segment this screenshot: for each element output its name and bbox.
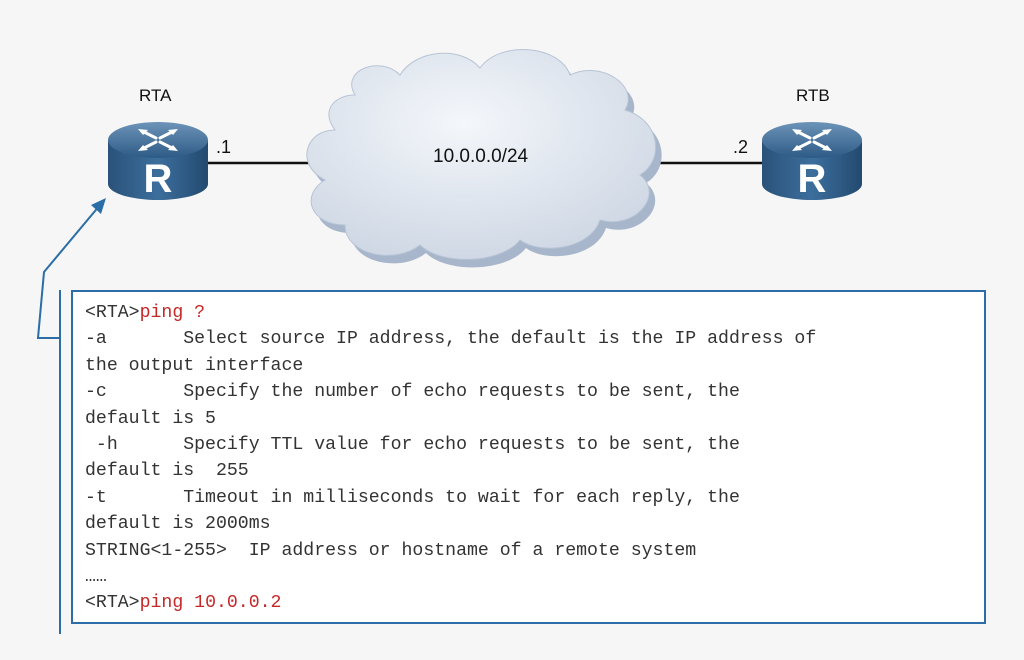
console-line: -c Specify the number of echo requests t… <box>85 382 740 403</box>
prompt: <RTA> <box>85 593 140 614</box>
console-line: STRING<1-255> IP address or hostname of … <box>85 540 697 561</box>
prompt: <RTA> <box>85 303 140 323</box>
callout-connector <box>36 204 101 339</box>
console-line: default is 2000ms <box>85 514 271 535</box>
console-line: <RTA>ping ? <box>85 300 984 326</box>
console-line: default is 255 <box>85 461 249 482</box>
router-icon <box>760 120 864 203</box>
console-output: <RTA>ping ?-a Select source IP address, … <box>71 290 986 624</box>
console-line: default is 5 <box>85 408 216 429</box>
console-line: -a Select source IP address, the default… <box>85 329 817 350</box>
router-a-interface: .1 <box>216 137 232 157</box>
console-line: -t Timeout in milliseconds to wait for e… <box>85 487 740 508</box>
router-a-name: RTA <box>139 86 172 105</box>
console-line: -h Specify TTL value for echo requests t… <box>85 434 740 455</box>
router-icon <box>106 120 210 203</box>
network-subnet: 10.0.0.0/24 <box>433 146 529 167</box>
command: ping 10.0.0.2 <box>139 593 282 614</box>
console-line: the output interface <box>85 355 304 376</box>
command: ping ? <box>139 303 206 323</box>
console-line: …… <box>85 566 107 587</box>
console-line: <RTA>ping 10.0.0.2 <box>85 590 984 616</box>
cloud-icon <box>306 49 662 268</box>
router-b-interface: .2 <box>733 137 749 157</box>
callout-arrowhead <box>91 198 106 214</box>
router-b-name: RTB <box>796 86 830 105</box>
